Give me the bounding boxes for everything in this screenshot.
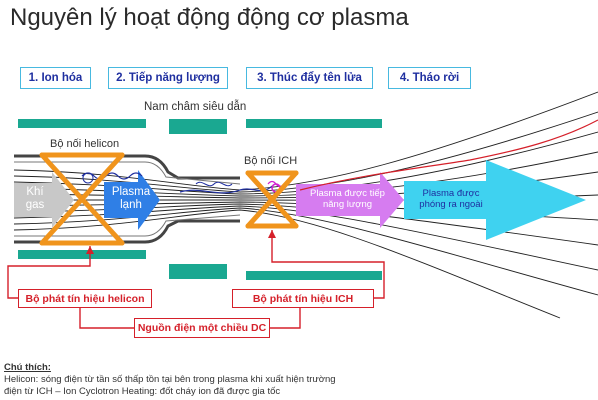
helicon-generator-box: Bộ phát tín hiệu helicon	[18, 289, 152, 308]
step-energize: 2. Tiếp năng lượng	[108, 67, 228, 89]
gas-label: Khí gas	[25, 186, 45, 211]
energized-plasma-label: Plasma được tiếp năng lượng	[310, 188, 385, 210]
chamber-wall-top	[14, 154, 240, 180]
notes-heading: Chú thích:	[4, 362, 51, 373]
ich-coupler	[245, 170, 299, 229]
cold-plasma-label: Plasma lạnh	[111, 186, 151, 211]
page-title: Nguyên lý hoạt động động cơ plasma	[10, 4, 409, 31]
helicon-coupler	[39, 152, 125, 246]
chamber-wall-bottom	[14, 219, 240, 244]
cold-plasma-arrow	[104, 170, 160, 230]
ich-coupler-label: Bộ nối ICH	[244, 155, 298, 167]
step-ionization: 1. Ion hóa	[20, 67, 91, 89]
ich-generator-box: Bộ phát tín hiệu ICH	[232, 289, 374, 308]
ejected-plasma-label: Plasma được phóng ra ngoài	[419, 188, 483, 210]
generator-wiring	[7, 230, 385, 329]
dc-power-box: Nguồn điện một chiều DC	[134, 318, 270, 338]
ejected-plasma-arrow	[404, 160, 586, 240]
magnet-bottom-left	[18, 250, 146, 259]
magnet-top-right	[246, 119, 382, 128]
magnet-bottom-right	[246, 271, 382, 280]
step-detach: 4. Tháo rời	[388, 67, 471, 89]
magnet-label: Nam châm siêu dẫn	[144, 101, 247, 113]
red-field-line	[299, 119, 598, 191]
step-propel: 3. Thúc đẩy tên lửa	[246, 67, 373, 89]
gas-arrow	[14, 172, 74, 228]
helicon-coupler-label: Bộ nối helicon	[50, 138, 120, 150]
energized-plasma-arrow	[296, 172, 404, 228]
magnet-bottom-center	[169, 264, 227, 279]
notes-line-2: điện từ ICH – Ion Cyclotron Heating: đốt…	[4, 386, 281, 397]
magnet-top-center	[169, 119, 227, 134]
magnet-top-left	[18, 119, 146, 128]
notes-line-1: Helicon: sóng điện từ tần số thấp tồn tạ…	[4, 374, 336, 385]
helicon-wave	[81, 172, 143, 180]
